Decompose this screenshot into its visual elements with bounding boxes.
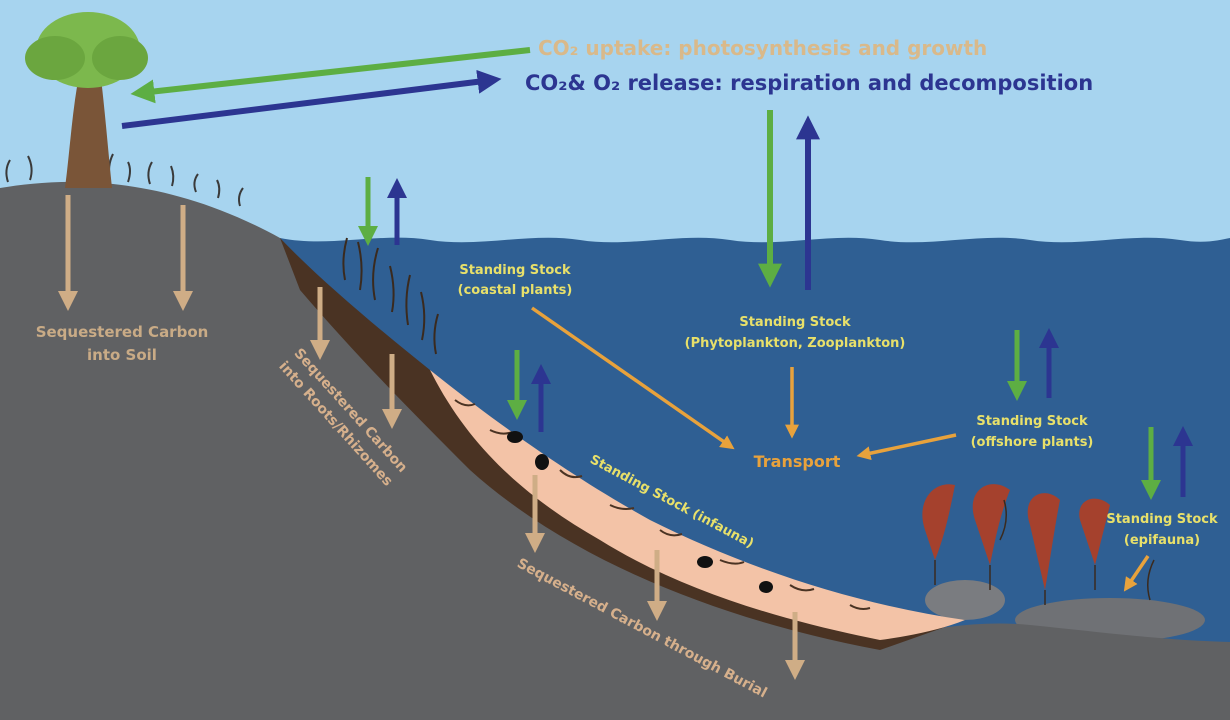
- epifauna-label-line2: (epifauna): [1124, 533, 1200, 548]
- sequestration-arrows: [58, 195, 805, 680]
- epifauna-label-line1: Standing Stock: [1106, 512, 1218, 527]
- transport-arrow-epifauna: [1123, 555, 1150, 592]
- release-label: CO₂& O₂ release: respiration and decompo…: [525, 71, 1093, 95]
- release-arrow-main: [121, 69, 502, 129]
- uptake-label: CO₂ uptake: photosynthesis and growth: [538, 36, 987, 60]
- offshore-seaweed: [922, 484, 1110, 590]
- ground: [0, 181, 1230, 720]
- coastal-plants: [342, 237, 439, 355]
- offshore-label-line1: Standing Stock: [976, 414, 1088, 429]
- offshore-seaweed-stems: [934, 499, 1155, 605]
- plankton-label-line1: Standing Stock: [739, 315, 851, 330]
- tree-trunk: [65, 70, 112, 188]
- soil-label-line2: into Soil: [87, 346, 157, 364]
- plankton-label-line2: (Phytoplankton, Zooplankton): [685, 336, 906, 351]
- transport-arrows: [530, 306, 1150, 592]
- transport-label: Transport: [754, 452, 841, 471]
- infauna-organisms: [507, 431, 773, 593]
- offshore-label-line2: (offshore plants): [971, 435, 1094, 450]
- uptake-arrow-main: [130, 47, 531, 104]
- tree-canopy: [92, 36, 148, 80]
- sediment-layer: [280, 238, 965, 650]
- infauna-layer: [430, 370, 965, 640]
- coastal-label-line1: Standing Stock: [459, 263, 571, 278]
- soil-label-line1: Sequestered Carbon: [36, 323, 209, 341]
- tree-canopy: [25, 36, 85, 80]
- transport-arrow-from-offshore: [856, 433, 957, 461]
- transport-arrow-from-coastal: [530, 306, 735, 450]
- seabed-rock: [925, 580, 1005, 620]
- coastal-label-line2: (coastal plants): [458, 283, 573, 298]
